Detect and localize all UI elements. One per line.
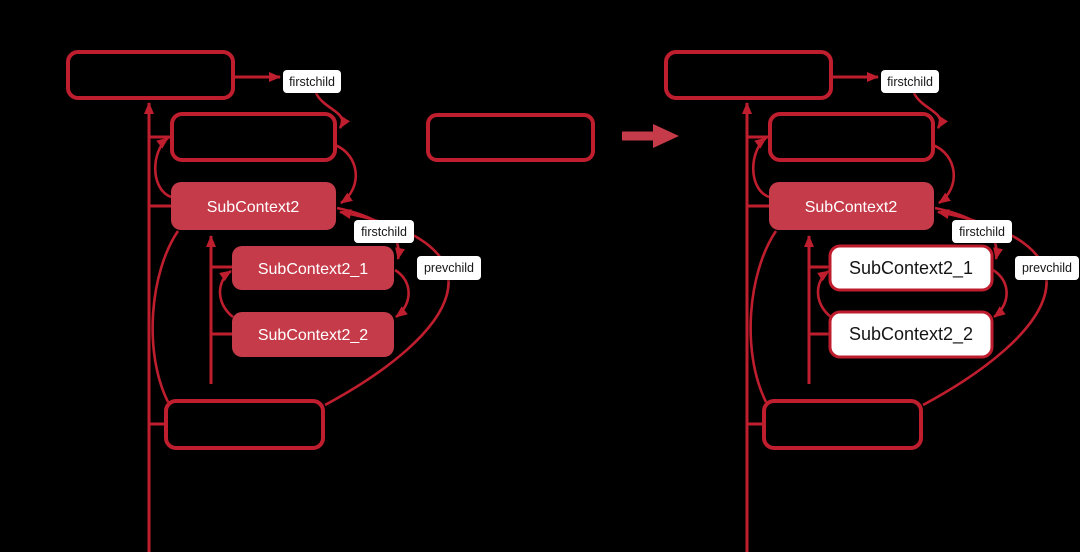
node-subcontext2-2-label: SubContext2_2: [849, 324, 973, 345]
edge-children-right-arc: [992, 268, 1008, 319]
node-subcontext2-box: [769, 182, 934, 230]
chip-firstchild-inner-label: firstchild: [361, 225, 407, 239]
node-top-sibling-box: [170, 112, 337, 162]
edge-prevsibling-left-arc: [153, 136, 172, 199]
edge-subcontext2-bottom-left-arc: [749, 230, 778, 403]
node-subcontext2-label: SubContext2: [207, 199, 300, 216]
node-parent-box: [664, 50, 833, 100]
edge-children-right-arc: [394, 268, 410, 319]
chip-firstchild-inner-label: firstchild: [959, 225, 1005, 239]
node-subcontext2-2-box: [232, 312, 394, 357]
node-subcontext2-2-label: SubContext2_2: [258, 327, 368, 344]
node-subcontext2-label: SubContext2: [805, 199, 898, 216]
chip-firstchild-inner: [952, 220, 1012, 243]
edge-prevsibling-left-arc: [751, 136, 770, 199]
node-bottom-sibling-box: [164, 399, 325, 450]
chip-firstchild-top: [283, 70, 341, 93]
node-subcontext2-box: [171, 182, 336, 230]
transition-group: [426, 113, 679, 162]
node-subcontext2-1-box: [828, 244, 994, 292]
edge-firstchild-into-top-sibling: [912, 92, 949, 129]
node-bottom-sibling-box: [762, 399, 923, 450]
edge-subcontext2-bottom-left-arc: [151, 230, 180, 403]
detached-node-box: [426, 113, 595, 162]
edge-nextsibling-right-arc: [334, 143, 357, 205]
chip-prevchild: [417, 256, 481, 280]
node-subcontext2-2-box: [828, 310, 994, 359]
node-subcontext2-1-label: SubContext2_1: [258, 261, 368, 278]
chip-firstchild-top-label: firstchild: [887, 75, 933, 89]
edge-firstchild-into-top-sibling: [314, 92, 351, 129]
chip-firstchild-top: [881, 70, 939, 93]
chip-firstchild-inner: [354, 220, 414, 243]
node-top-sibling-box: [768, 112, 935, 162]
chip-firstchild-top-label: firstchild: [289, 75, 335, 89]
node-parent-box: [66, 50, 235, 100]
edge-children-left-arc: [218, 269, 234, 319]
tree-before: SubContext2 SubContext2_1 SubContext2_2 …: [66, 50, 481, 552]
edge-nextsibling-right-arc: [932, 143, 955, 205]
chip-prevchild: [1015, 256, 1079, 280]
node-subcontext2-1-box: [232, 246, 394, 290]
node-subcontext2-1-label: SubContext2_1: [849, 258, 973, 279]
right-arrow-icon: [622, 124, 679, 148]
chip-prevchild-label: prevchild: [1022, 261, 1072, 275]
edge-children-left-arc: [816, 269, 832, 319]
chip-prevchild-label: prevchild: [424, 261, 474, 275]
tree-after: SubContext2 SubContext2_1 SubContext2_2 …: [664, 50, 1079, 552]
